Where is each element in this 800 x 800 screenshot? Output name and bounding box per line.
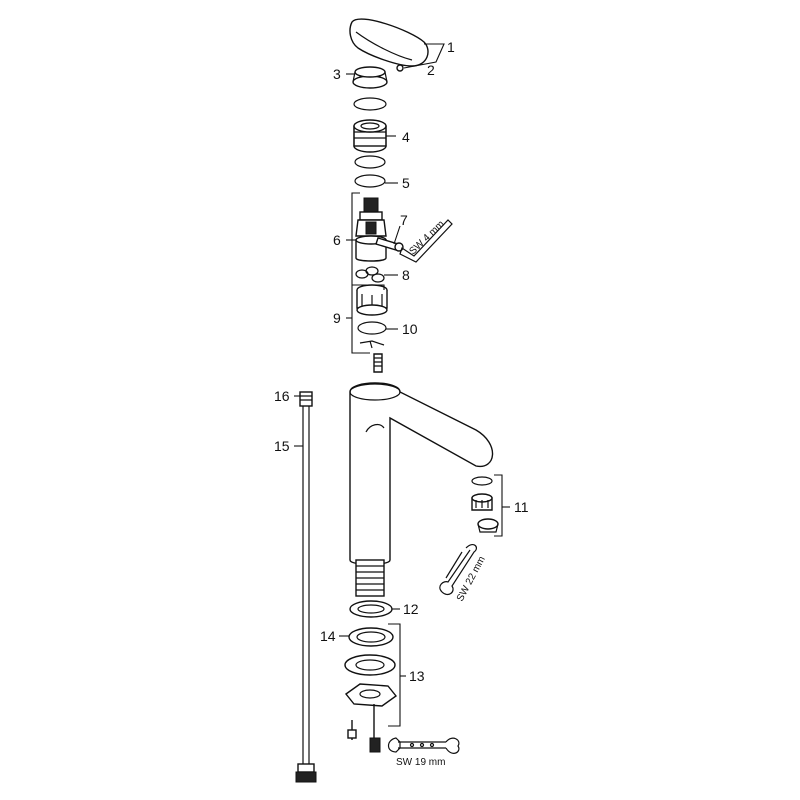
wrench-small-label: SW 22 mm [455,555,488,604]
part-cartridge [355,197,387,262]
part-seals-8 [355,266,385,283]
label-part-1: 1 [447,39,455,55]
part-plate-13 [344,654,396,676]
hex-key: SW 4 mm [399,219,453,263]
wrench-bottom-label: SW 19 mm [396,757,445,768]
part-clip [359,340,385,349]
bracket-6-10 [351,192,370,354]
label-part-3: 3 [333,66,341,82]
label-part-11: 11 [514,499,529,515]
part-labels: 1 2 3 4 5 6 7 8 9 10 11 12 13 14 15 16 [274,39,529,684]
label-part-5: 5 [402,175,410,191]
label-part-16: 16 [274,388,290,404]
part-bolt [347,704,381,753]
bracket-11 [494,474,503,537]
part-bushing [353,119,387,153]
part-screw-7 [375,237,404,252]
part-o-ring-10 [357,321,387,335]
wrench-small: SW 22 mm [439,544,488,604]
label-part-9: 9 [333,310,341,326]
label-part-14: 14 [320,628,336,644]
label-part-8: 8 [402,267,410,283]
part-handle [349,18,429,67]
leader-lines [294,43,510,677]
part-o-ring-5a [354,155,386,169]
label-part-4: 4 [402,129,410,145]
bracket-divider [352,284,385,290]
part-washer-14 [348,627,394,647]
label-part-7: 7 [400,212,408,228]
part-threaded-shank [355,559,385,597]
part-cap-ring [352,66,388,89]
part-o-ring-5b [354,174,386,188]
bracket-13-14 [388,623,401,727]
part-body [349,382,494,566]
label-part-12: 12 [403,601,419,617]
label-part-2: 2 [427,62,435,78]
part-o-ring-top [353,97,387,111]
part-valve-9 [356,284,388,316]
label-part-10: 10 [402,321,418,337]
part-washer-12 [349,600,393,618]
label-part-15: 15 [274,438,290,454]
wrench-bottom: SW 19 mm [387,737,460,768]
part-connector [373,353,383,373]
part-hose [295,391,317,783]
part-clamp [344,683,398,707]
hex-key-label: SW 4 mm [407,219,446,257]
part-aerator [471,476,499,533]
label-part-6: 6 [333,232,341,248]
part-set-screw [396,64,404,72]
label-part-13: 13 [409,668,425,684]
